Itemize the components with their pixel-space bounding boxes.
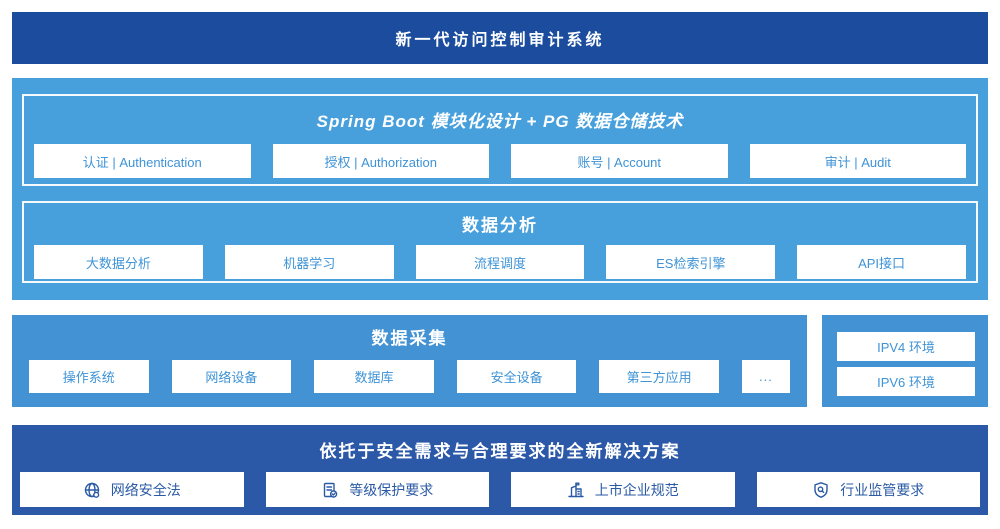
analysis-box-api: API接口	[797, 245, 966, 279]
solution-box-industry-regulation: 行业监管要求	[756, 472, 980, 507]
solution-box-label: 行业监管要求	[840, 481, 925, 498]
solution-section: 依托于安全需求与合理要求的全新解决方案 网络安全法	[12, 425, 988, 515]
architecture-subsection: Spring Boot 模块化设计 + PG 数据仓储技术 认证 | Authe…	[22, 94, 978, 186]
module-box-authorization: 授权 | Authorization	[272, 144, 489, 178]
env-box-ipv6: IPV6 环境	[837, 367, 975, 396]
platform-section: Spring Boot 模块化设计 + PG 数据仓储技术 认证 | Authe…	[12, 78, 988, 300]
solution-box-classified-protection: 等级保护要求	[265, 472, 489, 507]
module-box-authentication: 认证 | Authentication	[34, 144, 251, 178]
solution-box-cybersecurity-law: 网络安全法	[20, 472, 244, 507]
solution-box-listed-company: 上市企业规范	[511, 472, 735, 507]
module-box-audit: 审计 | Audit	[749, 144, 966, 178]
collection-box-ellipsis: ...	[741, 360, 790, 393]
solution-title: 依托于安全需求与合理要求的全新解决方案	[319, 442, 681, 461]
data-analysis-subsection: 数据分析 大数据分析 机器学习 流程调度 ES检索引擎 API接口	[22, 201, 978, 283]
shield-search-icon	[812, 481, 830, 499]
globe-icon	[83, 481, 101, 499]
collection-box-security-device: 安全设备	[456, 360, 577, 393]
data-analysis-title: 数据分析	[462, 216, 538, 235]
solution-box-label: 网络安全法	[110, 481, 181, 498]
system-title: 新一代访问控制审计系统	[395, 32, 605, 49]
system-title-banner: 新一代访问控制审计系统	[12, 12, 988, 64]
collection-box-os: 操作系统	[29, 360, 149, 393]
environment-section: IPV4 环境 IPV6 环境	[822, 315, 988, 407]
data-collection-section: 数据采集 操作系统 网络设备 数据库 安全设备 第三方应用 ...	[12, 315, 807, 407]
architecture-box-row: 认证 | Authentication 授权 | Authorization 账…	[34, 144, 966, 178]
data-collection-box-row: 操作系统 网络设备 数据库 安全设备 第三方应用 ...	[29, 360, 790, 393]
data-collection-title: 数据采集	[371, 329, 448, 348]
env-box-ipv4: IPV4 环境	[837, 332, 975, 361]
analysis-box-ml: 机器学习	[224, 245, 394, 279]
collection-box-thirdparty: 第三方应用	[599, 360, 719, 393]
collection-box-network-device: 网络设备	[171, 360, 292, 393]
solution-box-label: 等级保护要求	[349, 481, 434, 498]
data-analysis-box-row: 大数据分析 机器学习 流程调度 ES检索引擎 API接口	[34, 245, 966, 279]
analysis-box-es: ES检索引擎	[606, 245, 776, 279]
building-icon	[567, 481, 585, 499]
solution-box-label: 上市企业规范	[594, 481, 679, 498]
solution-box-row: 网络安全法 等级保护要求	[20, 472, 980, 507]
document-check-icon	[321, 481, 339, 499]
module-box-account: 账号 | Account	[511, 144, 728, 178]
collection-box-database: 数据库	[314, 360, 434, 393]
analysis-box-bigdata: 大数据分析	[34, 245, 203, 279]
architecture-title: Spring Boot 模块化设计 + PG 数据仓储技术	[316, 112, 684, 131]
middle-row: 数据采集 操作系统 网络设备 数据库 安全设备 第三方应用 ... IPV4 环…	[12, 315, 988, 407]
analysis-box-workflow: 流程调度	[415, 245, 585, 279]
